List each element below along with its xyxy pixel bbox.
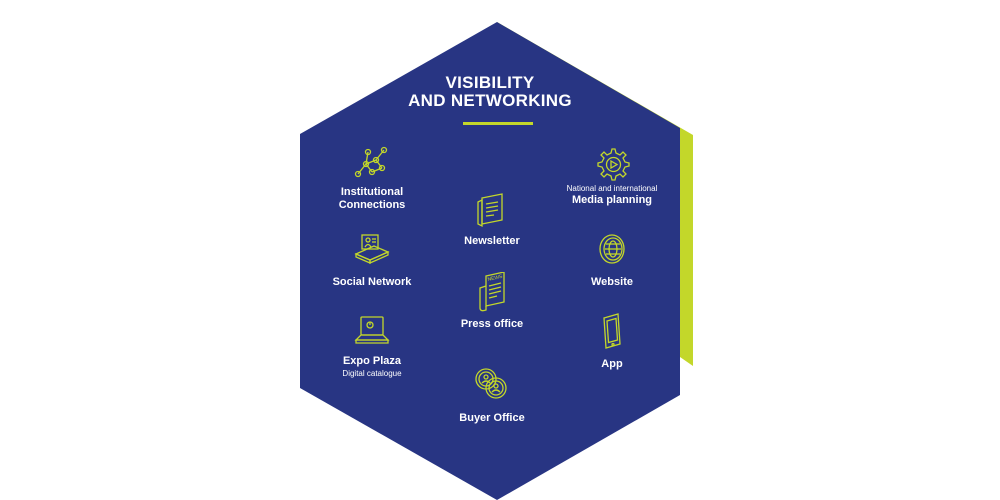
item-social-network: Social Network bbox=[282, 232, 462, 289]
newsletter-icon bbox=[402, 192, 582, 228]
media-planning-label: Media planning bbox=[571, 194, 653, 206]
news-icon-text: NEWS bbox=[487, 274, 504, 283]
globe-icon bbox=[522, 232, 702, 268]
press-office-label: Press office bbox=[460, 318, 524, 330]
diagram-title: VISIBILITY AND NETWORKING bbox=[340, 74, 640, 110]
website-label: Website bbox=[591, 276, 633, 288]
buyer-office-label: Buyer Office bbox=[459, 412, 525, 424]
media-planning-sub: National and international bbox=[566, 184, 658, 193]
social-network-label: Social Network bbox=[332, 276, 412, 288]
gear-icon bbox=[522, 146, 702, 182]
item-website: Website bbox=[522, 232, 702, 289]
item-media-planning: National and international Media plannin… bbox=[522, 146, 702, 207]
item-press-office: NEWS Press office bbox=[402, 272, 582, 331]
expo-plaza-sub: Digital catalogue bbox=[342, 369, 402, 378]
laptop-icon bbox=[282, 314, 462, 350]
network-nodes-icon bbox=[282, 142, 462, 182]
smartphone-icon bbox=[522, 312, 702, 352]
item-expo-plaza: Expo Plaza Digital catalogue bbox=[282, 314, 462, 379]
title-line-1: VISIBILITY bbox=[445, 73, 535, 92]
hexagon-shape bbox=[300, 22, 680, 500]
title-line-2: AND NETWORKING bbox=[408, 91, 572, 110]
title-underline bbox=[463, 122, 533, 125]
monitor-user-icon bbox=[282, 232, 462, 268]
item-app: App bbox=[522, 312, 702, 371]
newsletter-label: Newsletter bbox=[464, 235, 520, 247]
item-newsletter: Newsletter bbox=[402, 192, 582, 248]
item-institutional-connections: Institutional Connections bbox=[282, 142, 462, 212]
expo-plaza-label: Expo Plaza bbox=[342, 355, 402, 367]
institutional-label-1: Institutional bbox=[340, 186, 404, 198]
newspaper-icon: NEWS bbox=[402, 272, 582, 312]
institutional-label-2: Connections bbox=[338, 199, 406, 211]
item-buyer-office: Buyer Office bbox=[402, 364, 582, 425]
people-coins-icon bbox=[402, 364, 582, 404]
app-label: App bbox=[601, 358, 623, 370]
